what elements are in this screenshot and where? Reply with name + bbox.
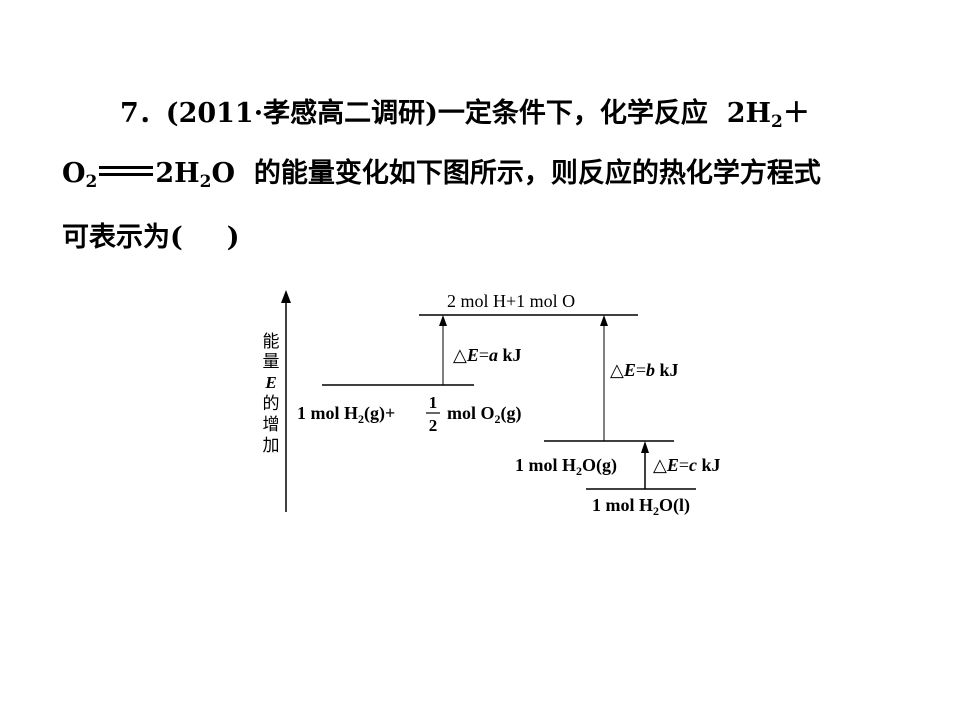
arrow-head-icon xyxy=(439,315,447,326)
delta-symbol: △ xyxy=(453,345,467,365)
reactant-part-2: (g)+ xyxy=(364,403,395,424)
delta-c-label: △E=c kJ xyxy=(653,455,721,475)
delta-unit: kJ xyxy=(697,455,721,475)
level-label-atoms: 2 mol H+1 mol O xyxy=(447,291,575,311)
double-equals-sign xyxy=(99,164,154,178)
delta-eq: = xyxy=(636,360,646,380)
delta-symbol: △ xyxy=(653,455,667,475)
delta-var: c xyxy=(689,455,697,475)
delta-eq: = xyxy=(679,455,689,475)
h2o-l-part-2: O(l) xyxy=(659,495,690,516)
delta-var: a xyxy=(489,345,498,365)
delta-e: E xyxy=(623,360,636,380)
reactant-part-4: (g) xyxy=(501,403,522,424)
h2o-g-part-1: 1 mol H xyxy=(515,455,576,475)
level-label-reactants: 1 mol H2(g)+ xyxy=(297,403,395,426)
reactant-subscript: 2 xyxy=(358,412,364,426)
y-axis-label-char: 的 xyxy=(263,394,280,413)
formula-subscript: 2 xyxy=(85,172,98,192)
question-text-2: 的能量变化如下图所示，则反应的热化学方程式 xyxy=(253,158,821,189)
delta-a-label: △E=a kJ xyxy=(453,345,522,365)
fraction-numerator: 1 xyxy=(429,393,438,412)
delta-eq: = xyxy=(479,345,489,365)
question-line-3: 可表示为() xyxy=(62,224,240,251)
delta-e: E xyxy=(666,455,679,475)
y-axis-label-char: 量 xyxy=(263,352,280,371)
delta-e: E xyxy=(466,345,479,365)
question-line-1: 7．(2011·孝感高二调研)一定条件下，化学反应 2H2＋ xyxy=(120,100,810,131)
formula-subscript: 2 xyxy=(771,112,783,132)
level-label-h2o-liquid: 1 mol H2O(l) xyxy=(592,495,690,518)
question-close-paren: ) xyxy=(226,222,240,253)
question-number: 7． xyxy=(120,98,166,129)
y-axis-arrow-icon xyxy=(281,290,291,303)
arrow-head-icon xyxy=(600,315,608,326)
y-axis-label-char: 加 xyxy=(263,436,280,455)
y-axis-label-char: E xyxy=(264,373,276,392)
fraction-denominator: 2 xyxy=(429,416,438,435)
reactant-subscript: 2 xyxy=(495,412,501,426)
formula-product-o: O xyxy=(211,158,236,189)
question-text-3: 可表示为( xyxy=(62,222,183,253)
h2o-g-part-2: O(g) xyxy=(582,455,617,476)
y-axis-label-char: 能 xyxy=(263,332,280,351)
h2o-g-subscript: 2 xyxy=(576,464,582,478)
arrow-head-icon xyxy=(641,441,649,453)
plus-sign: ＋ xyxy=(782,98,810,129)
level-label-reactants-2: mol O2(g) xyxy=(447,403,522,426)
h2o-l-part-1: 1 mol H xyxy=(592,495,653,515)
reactant-part-3: mol O xyxy=(447,403,495,423)
question-source: (2011·孝感高二调研) xyxy=(165,98,438,129)
delta-unit: kJ xyxy=(498,345,522,365)
y-axis-label: 能 量 E 的 增 加 xyxy=(263,332,280,455)
question-text-1: 一定条件下，化学反应 xyxy=(437,98,708,129)
delta-var: b xyxy=(646,360,655,380)
h2o-l-subscript: 2 xyxy=(653,504,659,518)
formula-o: O xyxy=(62,158,86,189)
delta-b-label: △E=b kJ xyxy=(610,360,679,380)
reactant-part-1: 1 mol H xyxy=(297,403,358,423)
delta-symbol: △ xyxy=(610,360,624,380)
delta-unit: kJ xyxy=(655,360,679,380)
formula-2h: 2H xyxy=(726,98,772,129)
y-axis-label-char: 增 xyxy=(263,415,280,434)
formula-subscript: 2 xyxy=(199,172,212,192)
level-label-h2o-gas: 1 mol H2O(g) xyxy=(515,455,617,478)
formula-product-2h: 2H xyxy=(155,158,200,189)
